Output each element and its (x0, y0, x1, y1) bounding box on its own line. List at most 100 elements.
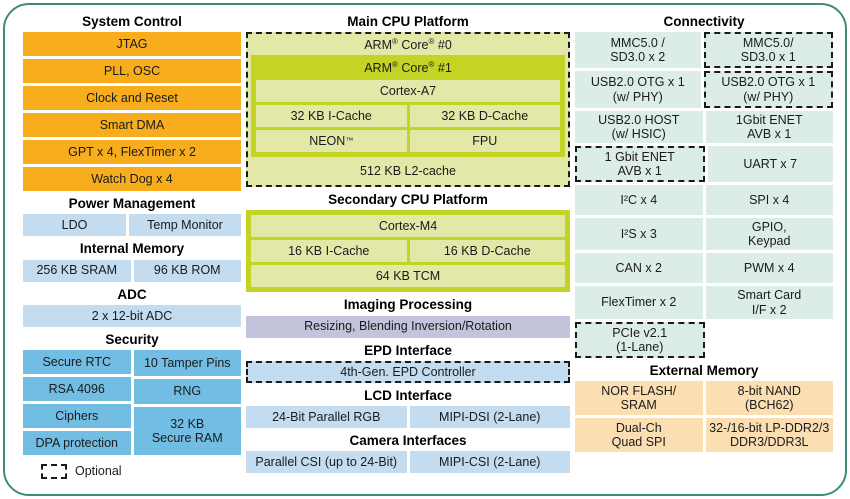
block-tcm[interactable]: 64 KB TCM (251, 265, 565, 288)
section-title-connectivity: Connectivity (663, 14, 745, 29)
system-control-row: GPT x 4, FlexTimer x 2 (23, 140, 241, 165)
cortex-a7-row: Cortex-A7 (256, 80, 560, 103)
block-connectivity-3-right[interactable]: UART x 7 (707, 145, 833, 183)
block-cortex-m4[interactable]: Cortex-M4 (251, 215, 565, 238)
block-system-control-5[interactable]: Watch Dog x 4 (23, 167, 241, 192)
block-epd-controller[interactable]: 4th-Gen. EPD Controller (246, 360, 570, 383)
block-system-control-1[interactable]: PLL, OSC (23, 59, 241, 84)
block-external-memory-0-right[interactable]: 8-bit NAND(BCH62) (705, 381, 833, 416)
block-a7-icache[interactable]: 32 KB I-Cache (256, 105, 407, 128)
block-security-a-2[interactable]: Ciphers (23, 403, 131, 428)
power-management-row: LDO Temp Monitor (23, 214, 241, 237)
block-adc[interactable]: 2 x 12-bit ADC (23, 304, 241, 327)
block-mipi-csi[interactable]: MIPI-CSI (2-Lane) (409, 451, 570, 474)
block-temp-monitor[interactable]: Temp Monitor (129, 214, 241, 237)
connectivity-row: USB2.0 OTG x 1(w/ PHY)USB2.0 OTG x 1(w/ … (575, 71, 833, 108)
block-security-b-1[interactable]: RNG (133, 378, 241, 405)
legend-label: Optional (75, 464, 122, 479)
cortex-m4-row: Cortex-M4 (251, 215, 565, 238)
section-title-external-memory: External Memory (649, 362, 759, 378)
system-control-row: PLL, OSC (23, 59, 241, 84)
epd-row: 4th-Gen. EPD Controller (246, 360, 570, 383)
block-connectivity-4-left[interactable]: I²C x 4 (575, 185, 703, 216)
arm-core-1-block[interactable]: ARM® Core® #1 Cortex-A7 32 KB I-Cache 32… (251, 55, 565, 158)
block-connectivity-1-left[interactable]: USB2.0 OTG x 1(w/ PHY) (575, 71, 701, 108)
block-parallel-csi[interactable]: Parallel CSI (up to 24-Bit) (246, 451, 407, 474)
block-system-control-4[interactable]: GPT x 4, FlexTimer x 2 (23, 140, 241, 165)
block-connectivity-0-left[interactable]: MMC5.0 /SD3.0 x 2 (575, 32, 701, 69)
block-connectivity-7-left[interactable]: FlexTimer x 2 (575, 286, 703, 319)
block-system-control-3[interactable]: Smart DMA (23, 113, 241, 138)
block-connectivity-5-right[interactable]: GPIO,Keypad (705, 218, 833, 251)
block-security-a-3[interactable]: DPA protection (23, 430, 131, 455)
secondary-cpu-block[interactable]: Cortex-M4 16 KB I-Cache 16 KB D-Cache 64… (246, 210, 570, 293)
system-control-row: Clock and Reset (23, 86, 241, 111)
block-external-memory-0-left[interactable]: NOR FLASH/SRAM (575, 381, 703, 416)
block-security-b-0[interactable]: 10 Tamper Pins (133, 349, 241, 376)
dashed-box-icon (41, 463, 67, 479)
system-control-row: Smart DMA (23, 113, 241, 138)
l2-cache-row: 512 KB L2-cache (251, 160, 565, 183)
imaging-row: Resizing, Blending Inversion/Rotation (246, 315, 570, 338)
block-m4-dcache[interactable]: 16 KB D-Cache (409, 240, 565, 263)
block-mipi-dsi[interactable]: MIPI-DSI (2-Lane) (409, 405, 570, 428)
section-title-main-cpu: Main CPU Platform (347, 14, 469, 29)
block-a7-dcache[interactable]: 32 KB D-Cache (409, 105, 560, 128)
block-connectivity-0-right[interactable]: MMC5.0/SD3.0 x 1 (703, 32, 833, 69)
block-system-control-2[interactable]: Clock and Reset (23, 86, 241, 111)
block-connectivity-4-right[interactable]: SPI x 4 (705, 185, 833, 216)
block-parallel-rgb[interactable]: 24-Bit Parallel RGB (246, 405, 407, 428)
block-connectivity-2-left[interactable]: USB2.0 HOST(w/ HSIC) (575, 110, 703, 143)
arm-core-0-optional-block[interactable]: ARM® Core® #0 ARM® Core® #1 Cortex-A7 32… (246, 32, 570, 188)
block-imaging-functions[interactable]: Resizing, Blending Inversion/Rotation (246, 315, 570, 338)
section-title-internal-memory: Internal Memory (79, 241, 185, 257)
legend: Optional (23, 463, 241, 479)
system-control-row: JTAG (23, 32, 241, 57)
section-title-lcd: LCD Interface (364, 387, 452, 403)
block-cortex-a7[interactable]: Cortex-A7 (256, 80, 560, 103)
block-m4-icache[interactable]: 16 KB I-Cache (251, 240, 407, 263)
internal-memory-row: 256 KB SRAM 96 KB ROM (23, 259, 241, 282)
section-title-system-control: System Control (82, 14, 182, 29)
block-l2-cache[interactable]: 512 KB L2-cache (251, 160, 565, 183)
block-security-a-1[interactable]: RSA 4096 (23, 376, 131, 401)
block-connectivity-1-right[interactable]: USB2.0 OTG x 1(w/ PHY) (703, 71, 833, 108)
block-connectivity-5-left[interactable]: I²S x 3 (575, 218, 703, 251)
block-connectivity-empty (708, 322, 834, 358)
block-system-control-0[interactable]: JTAG (23, 32, 241, 57)
lcd-row: 24-Bit Parallel RGB MIPI-DSI (2-Lane) (246, 405, 570, 428)
block-sram[interactable]: 256 KB SRAM (23, 259, 131, 282)
m4-cache-row: 16 KB I-Cache 16 KB D-Cache (251, 240, 565, 263)
block-ldo[interactable]: LDO (23, 214, 126, 237)
block-security-a-0[interactable]: Secure RTC (23, 349, 131, 374)
section-title-secondary-cpu: Secondary CPU Platform (328, 192, 488, 208)
system-control-row: Watch Dog x 4 (23, 167, 241, 192)
adc-row: 2 x 12-bit ADC (23, 304, 241, 327)
connectivity-row: PCIe v2.1(1-Lane) (575, 321, 834, 358)
block-connectivity-8-left[interactable]: PCIe v2.1(1-Lane) (575, 321, 705, 358)
block-connectivity-6-left[interactable]: CAN x 2 (575, 253, 703, 284)
block-connectivity-6-right[interactable]: PWM x 4 (705, 253, 833, 284)
block-fpu[interactable]: FPU (409, 130, 560, 153)
block-rom[interactable]: 96 KB ROM (133, 259, 241, 282)
section-title-camera: Camera Interfaces (349, 432, 467, 448)
column-middle: Main CPU Platform ARM® Core® #0 ARM® Cor… (246, 14, 570, 476)
